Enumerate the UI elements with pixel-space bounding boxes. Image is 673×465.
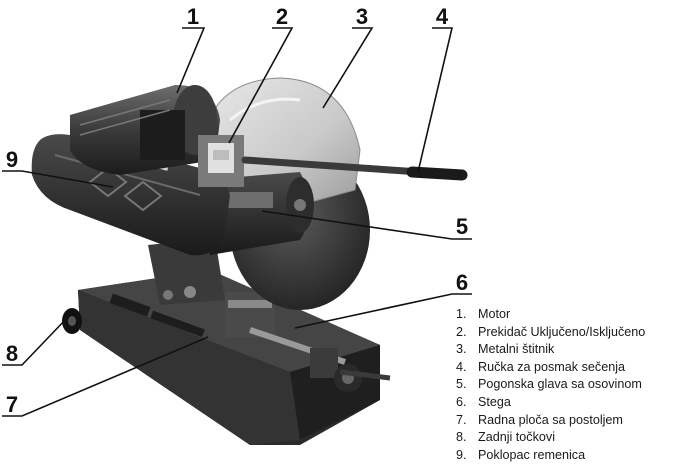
legend-number: 8. [456, 430, 467, 445]
legend-item: 8. Zadnji točkovi [456, 429, 671, 447]
legend-number: 6. [456, 394, 467, 409]
legend-number: 3. [456, 342, 467, 357]
callout-4: 4 [436, 4, 449, 29]
callout-1: 1 [187, 4, 199, 29]
legend-text: Radna ploča sa postoljem [478, 412, 623, 427]
rear-wheels [62, 308, 82, 334]
legend-text: Metalni štitnik [478, 342, 555, 357]
legend-number: 1. [456, 307, 467, 321]
callout-7: 7 [6, 392, 18, 417]
callout-5: 5 [456, 214, 468, 239]
legend-text: Motor [478, 307, 511, 321]
callout-6: 6 [456, 270, 468, 295]
legend-number: 9. [456, 447, 467, 462]
legend-text: Ručka za posmak sečenja [478, 359, 625, 374]
pivot-column [148, 238, 225, 305]
legend-text: Poklopac remenica [478, 447, 586, 462]
callout-3: 3 [356, 4, 368, 29]
legend-number: 5. [456, 377, 467, 392]
legend-item: 4. Ručka za posmak sečenja [456, 359, 671, 377]
legend-text: Zadnji točkovi [478, 430, 555, 445]
vise [225, 292, 391, 392]
legend-item: 2. Prekidač Uključeno/Isključeno [456, 324, 671, 342]
legend-number: 7. [456, 412, 467, 427]
legend-item: 9. Poklopac remenica [456, 447, 671, 465]
callout-8: 8 [6, 341, 18, 366]
legend-item: 6. Stega [456, 394, 671, 412]
legend-item: 1. Motor [456, 306, 671, 324]
legend-item: 3. Metalni štitnik [456, 341, 671, 359]
legend-text: Stega [478, 394, 511, 409]
legend-number: 4. [456, 359, 467, 374]
callout-numbers: 1 2 3 4 5 6 7 8 9 [6, 4, 468, 417]
callout-9: 9 [6, 147, 18, 172]
leader-lines [2, 27, 472, 417]
legend-text: Prekidač Uključeno/Isključeno [478, 324, 646, 339]
on-off-switch [198, 135, 244, 187]
feed-handle [241, 156, 468, 181]
parts-legend: 1.Motor 2.Prekidač Uključeno/Isključeno … [456, 306, 671, 464]
motor [70, 85, 220, 175]
legend-number: 2. [456, 324, 467, 339]
legend-item: 5. Pogonska glava sa osovinom [456, 376, 671, 394]
legend-item: 7. Radna ploča sa postoljem [456, 412, 671, 430]
callout-2: 2 [276, 4, 288, 29]
legend-text: Pogonska glava sa osovinom [478, 377, 642, 392]
